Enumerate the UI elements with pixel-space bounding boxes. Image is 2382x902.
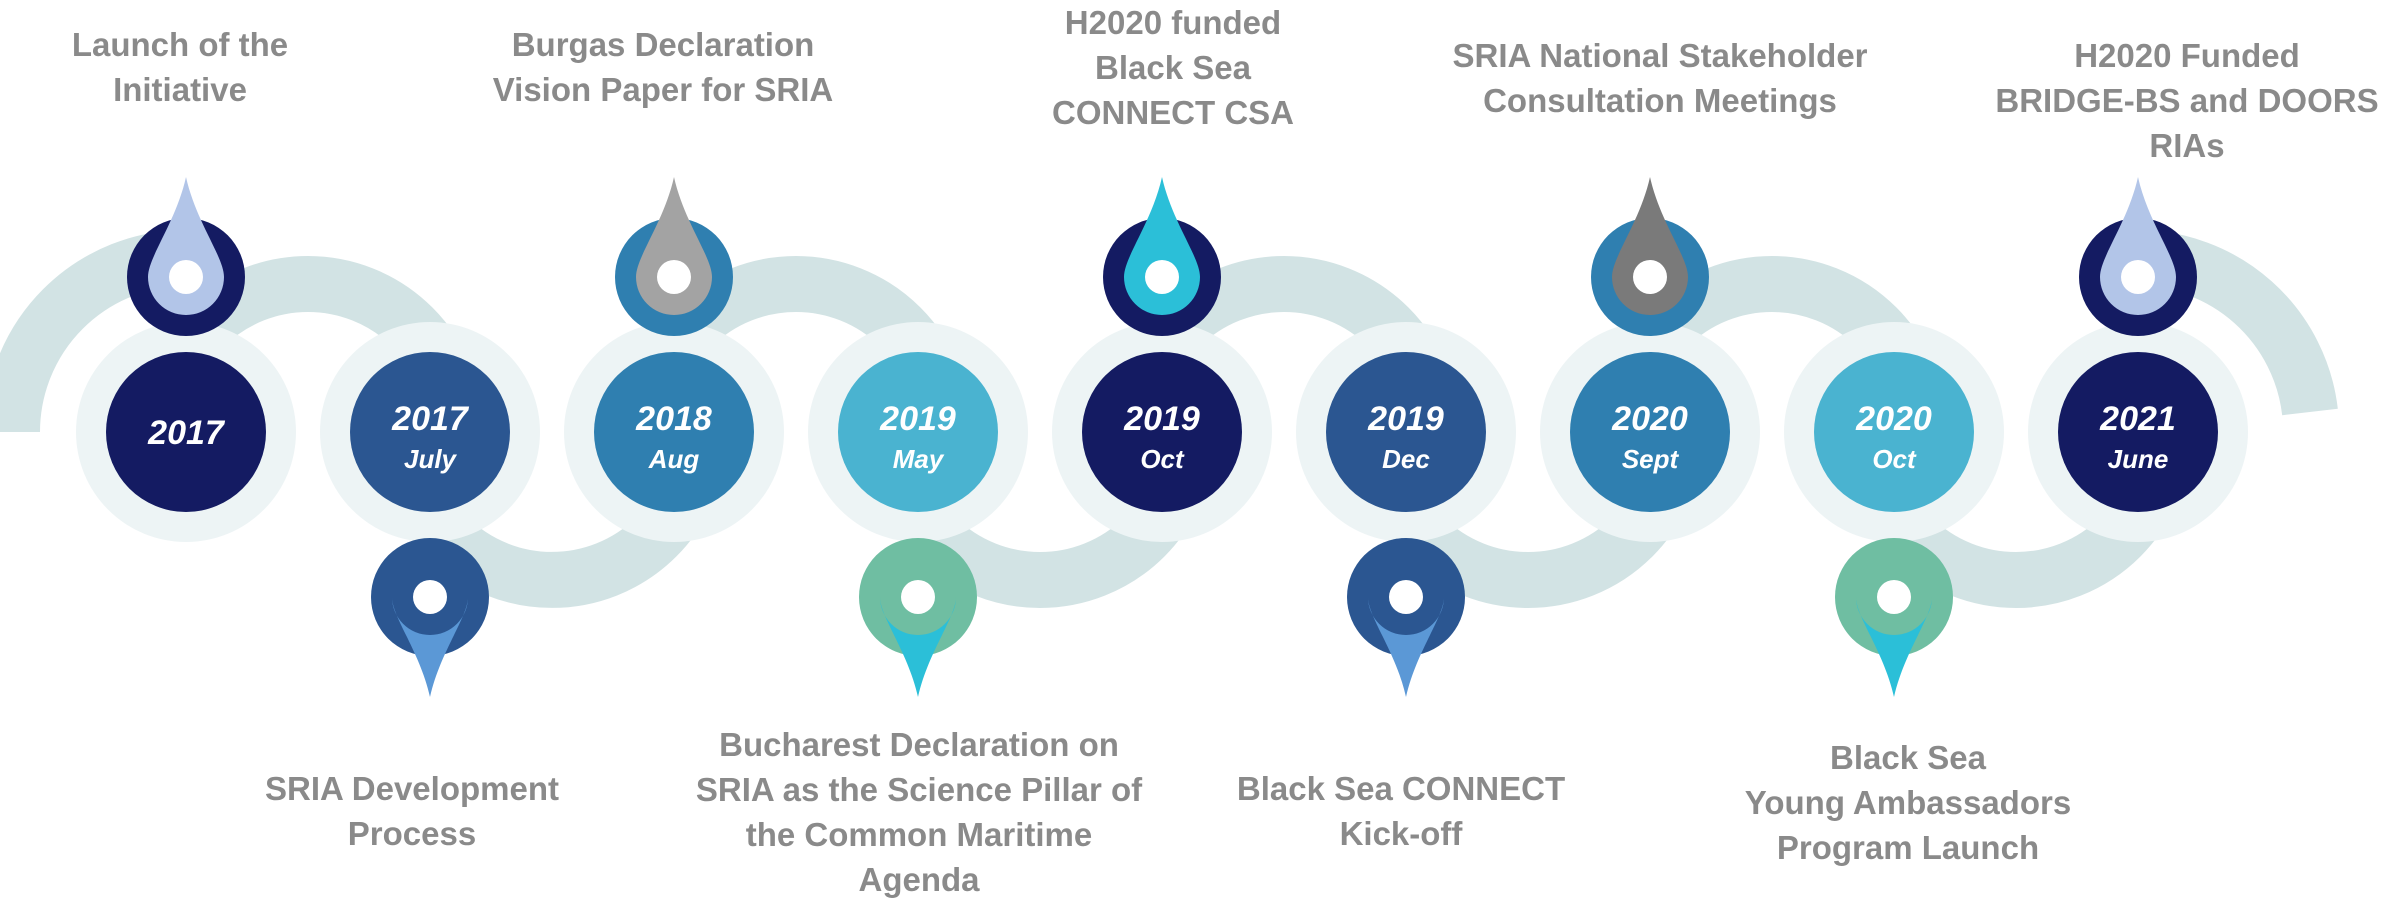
milestone-5-year: 2019 [1123, 400, 1200, 438]
milestone-9-label: H2020 Funded BRIDGE-BS and DOORS RIAs [1995, 37, 2379, 164]
milestone-5-circle [1082, 352, 1242, 512]
milestone-7-label: SRIA National Stakeholder Consultation M… [1452, 37, 1868, 119]
milestone-2-circle [350, 352, 510, 512]
milestone-7-circle [1570, 352, 1730, 512]
milestone-2-year: 2017 [391, 400, 470, 438]
milestone-8-month: Oct [1872, 444, 1917, 474]
pin-4-drop-icon [880, 597, 956, 697]
pin-3-hole [657, 260, 691, 294]
pin-1-hole [169, 260, 203, 294]
milestone-1-label: Launch of the Initiative [71, 26, 289, 108]
milestone-2-label: SRIA Development Process [264, 770, 559, 852]
milestone-4-month: May [893, 444, 945, 474]
milestone-6-circle [1326, 352, 1486, 512]
milestone-6-month: Dec [1382, 444, 1430, 474]
milestone-8-label: Black Sea Young Ambassadors Program Laun… [1744, 739, 2072, 866]
milestone-5-label: H2020 funded Black Sea CONNECT CSA [1051, 4, 1294, 131]
milestone-7-month: Sept [1622, 444, 1680, 474]
pin-6-drop-icon [1368, 597, 1444, 697]
pin-6-hole [1389, 580, 1423, 614]
milestone-8-year: 2020 [1855, 400, 1932, 438]
milestone-1-circle [106, 352, 266, 512]
pin-1-drop-icon [148, 177, 224, 315]
pin-9-hole [2121, 260, 2155, 294]
milestone-9-year: 2021 [2099, 400, 2176, 438]
pin-3-drop-icon [636, 177, 712, 315]
pin-7-drop-icon [1612, 177, 1688, 315]
pin-8-drop-icon [1856, 597, 1932, 697]
milestone-6-year: 2019 [1367, 400, 1444, 438]
pin-4-hole [901, 580, 935, 614]
milestone-1-year: 2017 [147, 414, 226, 452]
milestone-9-circle [2058, 352, 2218, 512]
milestone-2-month: July [404, 444, 458, 474]
milestone-6-label: Black Sea CONNECT Kick-off [1236, 770, 1566, 852]
milestone-8-circle [1814, 352, 1974, 512]
pin-9-drop-icon [2100, 177, 2176, 315]
milestone-5-month: Oct [1140, 444, 1185, 474]
milestone-3-label: Burgas Declaration Vision Paper for SRIA [492, 26, 834, 108]
milestone-7-year: 2020 [1611, 400, 1688, 438]
milestone-4-year: 2019 [879, 400, 956, 438]
milestone-3-year: 2018 [635, 400, 712, 438]
milestone-3-month: Aug [648, 444, 700, 474]
milestone-9-month: June [2108, 444, 2169, 474]
pin-8-hole [1877, 580, 1911, 614]
pin-2-hole [413, 580, 447, 614]
milestone-4-circle [838, 352, 998, 512]
milestone-3-circle [594, 352, 754, 512]
milestone-4-label: Bucharest Declaration on SRIA as the Sci… [695, 726, 1143, 898]
pin-5-hole [1145, 260, 1179, 294]
pin-7-hole [1633, 260, 1667, 294]
pin-5-drop-icon [1124, 177, 1200, 315]
pin-2-drop-icon [392, 597, 468, 697]
